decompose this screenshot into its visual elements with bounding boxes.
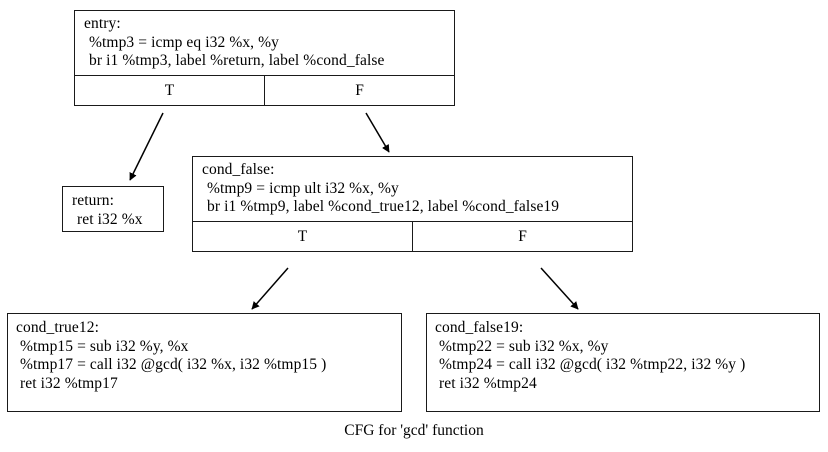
cfg-node-cond-false-ports: T F <box>193 220 632 251</box>
cfg-node-cond-false19-label: cond_false19: <box>435 319 524 336</box>
cfg-node-return[interactable]: return: ret i32 %x <box>62 186 164 232</box>
cfg-node-entry-port-false[interactable]: F <box>355 81 364 99</box>
cfg-node-cond-true12[interactable]: cond_true12: %tmp15 = sub i32 %y, %x %tm… <box>7 313 402 412</box>
cfg-node-cond-false19-line-2: %tmp24 = call i32 @gcd( i32 %tmp22, i32 … <box>439 356 746 374</box>
cfg-node-return-body: return: ret i32 %x <box>63 187 163 233</box>
cfg-node-cond-false19-line-1: %tmp22 = sub i32 %x, %y <box>439 337 609 355</box>
cfg-node-cond-false19[interactable]: cond_false19: %tmp22 = sub i32 %x, %y %t… <box>426 313 820 412</box>
cfg-node-cond-false19-body: cond_false19: %tmp22 = sub i32 %x, %y %t… <box>427 314 819 397</box>
cfg-node-entry-line-2: br i1 %tmp3, label %return, label %cond_… <box>89 52 385 70</box>
cfg-node-entry-label: entry: <box>84 15 121 32</box>
cfg-node-cond-false[interactable]: cond_false: %tmp9 = icmp ult i32 %x, %y … <box>192 156 633 252</box>
edge-cond-false-true-to-cond-true12 <box>251 267 289 310</box>
cfg-node-cond-true12-line-1: %tmp15 = sub i32 %y, %x <box>20 337 189 355</box>
cfg-node-cond-false-port-false[interactable]: F <box>518 227 527 245</box>
edge-cond-false-false-to-cond-false19 <box>540 267 579 310</box>
cfg-node-cond-true12-line-3: ret i32 %tmp17 <box>20 374 118 392</box>
edge-entry-true-to-return <box>129 112 164 181</box>
diagram-caption: CFG for 'gcd' function <box>344 422 484 439</box>
cfg-node-cond-false-body: cond_false: %tmp9 = icmp ult i32 %x, %y … <box>193 157 632 221</box>
cfg-node-return-label: return: <box>72 192 115 209</box>
cfg-node-return-line-1: ret i32 %x <box>77 210 143 228</box>
cfg-node-entry-line-1: %tmp3 = icmp eq i32 %x, %y <box>89 33 279 51</box>
cfg-node-cond-true12-line-2: %tmp17 = call i32 @gcd( i32 %x, i32 %tmp… <box>20 356 327 374</box>
cfg-node-cond-true12-body: cond_true12: %tmp15 = sub i32 %y, %x %tm… <box>8 314 401 397</box>
cfg-node-cond-false19-line-3: ret i32 %tmp24 <box>439 374 537 392</box>
edge-entry-false-to-cond-false <box>365 112 390 153</box>
cfg-node-cond-false-line-1: %tmp9 = icmp ult i32 %x, %y <box>207 179 399 197</box>
cfg-node-entry[interactable]: entry: %tmp3 = icmp eq i32 %x, %y br i1 … <box>74 10 455 106</box>
cfg-node-cond-true12-label: cond_true12: <box>16 319 99 336</box>
cfg-node-cond-false-label: cond_false: <box>202 161 275 178</box>
cfg-node-cond-false-line-2: br i1 %tmp9, label %cond_true12, label %… <box>207 198 560 216</box>
cfg-node-cond-false-port-true[interactable]: T <box>193 221 413 251</box>
cfg-node-entry-port-true[interactable]: T <box>75 75 265 105</box>
cfg-node-entry-ports: T F <box>75 74 454 105</box>
cfg-node-entry-body: entry: %tmp3 = icmp eq i32 %x, %y br i1 … <box>75 11 454 75</box>
